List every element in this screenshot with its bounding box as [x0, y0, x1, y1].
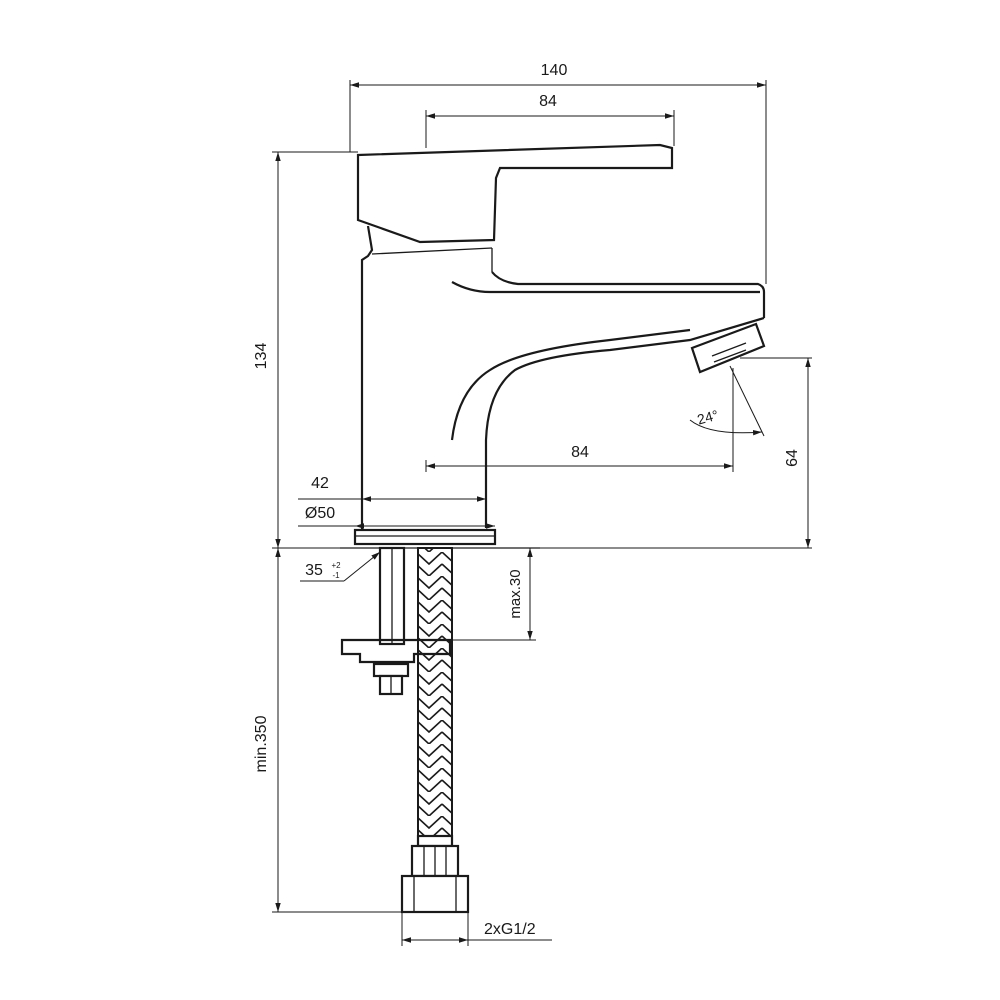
- dim-body-width: 42: [311, 475, 329, 492]
- dim-hole-tol-lower: -1: [332, 571, 340, 580]
- dim-hole-diameter: 35: [305, 562, 323, 579]
- dim-spout-reach: 84: [571, 444, 589, 461]
- dim-spout-angle: 24°: [695, 407, 720, 428]
- dim-overall-height: 134: [253, 343, 270, 370]
- dim-hole-tol-upper: +2: [331, 561, 341, 570]
- dim-connection: 2xG1/2: [484, 921, 536, 938]
- dim-base-diameter: Ø50: [305, 505, 335, 522]
- braided-hose: [400, 547, 470, 914]
- dim-overall-width: 140: [541, 62, 568, 79]
- dim-max-thickness: max.30: [507, 569, 524, 618]
- dim-spout-height: 64: [784, 449, 801, 467]
- dimension-lines: [272, 80, 812, 946]
- mounting-assembly: [340, 546, 452, 696]
- dim-lever-length: 84: [539, 93, 557, 110]
- faucet-body: [340, 143, 766, 549]
- dim-hose-length: min.350: [253, 715, 270, 772]
